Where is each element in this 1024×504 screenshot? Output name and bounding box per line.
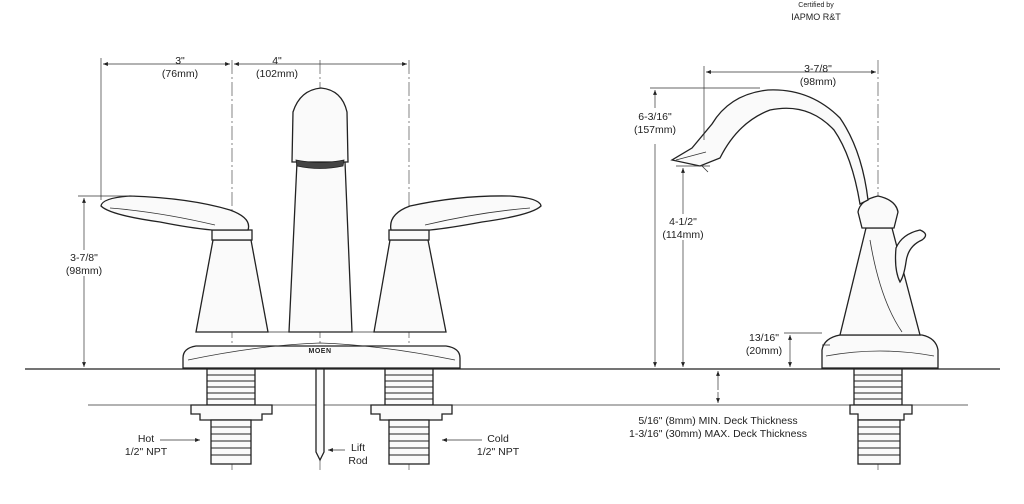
side-shank [849,368,913,465]
side-dim-overall-metric: (157mm) [634,124,676,136]
brand-logo: MOEN [309,348,332,355]
label-hot-line1: Hot [138,433,154,445]
side-hub [857,195,899,229]
label-hot-line2: 1/2" NPT [125,446,168,458]
side-dim-reach-metric: (98mm) [800,76,836,88]
certification-line2: IAPMO R&T [791,12,841,22]
cold-handle-lever [389,195,542,231]
dim-handle-height-imperial: 3-7/8" [70,252,98,264]
side-spout-arch [670,89,869,205]
side-dim-spout-metric: (114mm) [662,229,703,241]
certification-line1: Certified by [798,2,834,9]
dim-3in-imperial: 3" [175,55,185,67]
cold-valve-body [373,239,447,333]
side-handle-lever [894,229,927,284]
dim-4in-metric: (102mm) [256,68,298,80]
hot-handle-lever [100,195,250,231]
hot-valve-body [195,239,269,333]
certification-mark: Certified by IAPMO R&T [791,2,841,22]
dim-handle-height-metric: (98mm) [66,265,102,277]
label-cold-line2: 1/2" NPT [477,446,520,458]
hot-shank [190,368,273,465]
side-base [821,334,939,369]
spout-head [291,87,349,163]
dim-4in-imperial: 4" [272,55,282,67]
side-dim-spout-imperial: 4-1/2" [669,216,697,228]
cold-shank [370,368,453,465]
aerator [295,159,345,169]
side-dim-reach-imperial: 3-7/8" [804,63,832,75]
label-lift-line1: Lift [351,442,365,454]
front-view: MOEN [58,55,542,470]
side-dim-overall-imperial: 6-3/16" [638,111,672,123]
deck-min-thickness: 5/16" (8mm) MIN. Deck Thickness [638,415,797,427]
faucet-base [182,345,461,369]
dim-3in-metric: (76mm) [162,68,198,80]
side-view: 3-7/8" (98mm) 6-3/16" (157mm) 4-1/2" (11… [628,60,939,470]
side-dim-base-imperial: 13/16" [749,332,779,344]
side-dim-base-metric: (20mm) [746,345,782,357]
deck-max-thickness: 1-3/16" (30mm) MAX. Deck Thickness [629,428,807,440]
lift-rod [315,368,325,462]
label-cold-line1: Cold [487,433,509,445]
spout-body [288,161,353,333]
label-lift-line2: Rod [348,455,367,467]
